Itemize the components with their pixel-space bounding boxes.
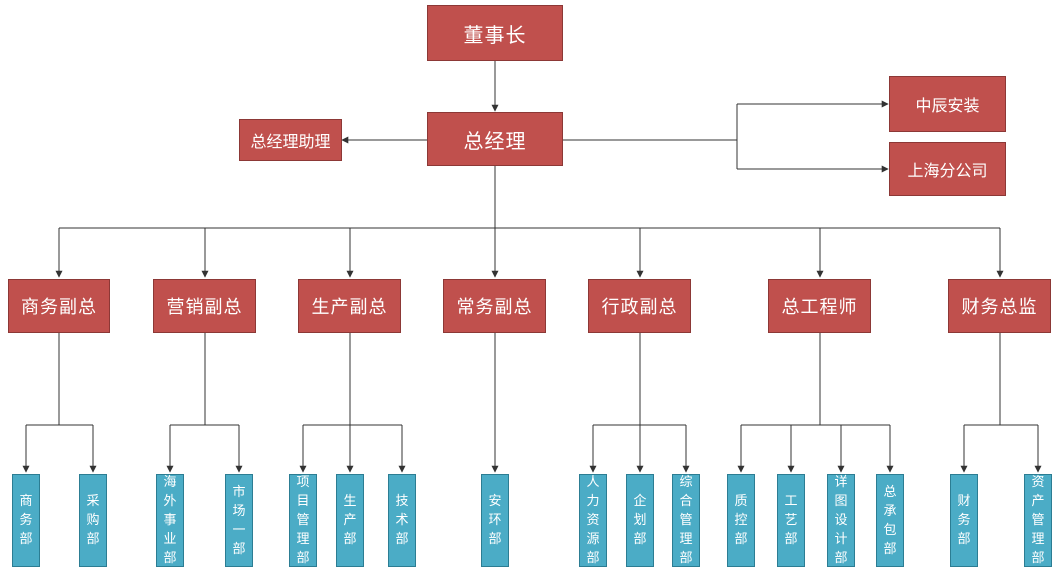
dept-project-mgmt: 项目管理部 (289, 474, 317, 567)
dept-business: 商务部 (12, 474, 40, 567)
dept-safety-env-label: 安环部 (488, 494, 502, 547)
node-vp-production: 生产副总 (298, 279, 401, 333)
node-chairman: 董事长 (427, 5, 563, 61)
node-general-manager: 总经理 (427, 112, 563, 166)
dept-hr-label: 人力资源部 (586, 475, 600, 566)
node-vp-admin-label: 行政副总 (601, 297, 678, 318)
dept-overseas-label: 海外事业部 (163, 475, 177, 566)
dept-quality-label: 质控部 (734, 494, 748, 547)
dept-detail-design: 详图设计部 (827, 474, 855, 567)
node-chairman-label: 董事长 (463, 22, 527, 47)
node-vp-executive-label: 常务副总 (456, 297, 533, 318)
node-vp-marketing: 营销副总 (153, 279, 256, 333)
dept-safety-env: 安环部 (481, 474, 509, 567)
dept-market-one-label: 市场一部 (232, 484, 246, 557)
dept-production-label: 生产部 (343, 494, 357, 547)
node-cfo-label: 财务总监 (961, 297, 1038, 318)
node-gm-assistant: 总经理助理 (239, 119, 342, 161)
node-vp-admin: 行政副总 (588, 279, 691, 333)
dept-asset-mgmt-label: 资产管理部 (1031, 475, 1045, 566)
dept-general-contract-label: 总承包部 (883, 484, 897, 557)
dept-market-one: 市场一部 (225, 474, 253, 567)
dept-project-mgmt-label: 项目管理部 (296, 475, 310, 566)
node-vp-business: 商务副总 (8, 279, 110, 333)
dept-technology-label: 技术部 (395, 494, 409, 547)
node-vp-executive: 常务副总 (443, 279, 546, 333)
node-vp-marketing-label: 营销副总 (166, 297, 243, 318)
dept-purchase-label: 采购部 (86, 494, 100, 547)
dept-process-label: 工艺部 (784, 494, 798, 547)
dept-production: 生产部 (336, 474, 364, 567)
dept-finance: 财务部 (950, 474, 978, 567)
node-chief-engineer: 总工程师 (768, 279, 871, 333)
dept-planning-label: 企划部 (633, 494, 647, 547)
dept-purchase: 采购部 (79, 474, 107, 567)
node-shanghai-branch-label: 上海分公司 (907, 161, 988, 180)
dept-planning: 企划部 (626, 474, 654, 567)
dept-finance-label: 财务部 (957, 494, 971, 547)
dept-general-contract: 总承包部 (876, 474, 904, 567)
node-cfo: 财务总监 (948, 279, 1051, 333)
node-gm-assistant-label: 总经理助理 (250, 132, 331, 151)
dept-asset-mgmt: 资产管理部 (1024, 474, 1052, 567)
dept-overseas: 海外事业部 (156, 474, 184, 567)
dept-technology: 技术部 (388, 474, 416, 567)
node-general-manager-label: 总经理 (463, 128, 527, 153)
dept-general-mgmt: 综合管理部 (672, 474, 700, 567)
node-vp-production-label: 生产副总 (311, 297, 388, 318)
node-zhongchen-install: 中辰安装 (889, 76, 1006, 132)
node-zhongchen-install-label: 中辰安装 (915, 96, 980, 115)
node-shanghai-branch: 上海分公司 (889, 142, 1006, 196)
dept-process: 工艺部 (777, 474, 805, 567)
dept-hr: 人力资源部 (579, 474, 607, 567)
dept-detail-design-label: 详图设计部 (834, 475, 848, 566)
dept-general-mgmt-label: 综合管理部 (679, 475, 693, 566)
dept-quality: 质控部 (727, 474, 755, 567)
node-chief-engineer-label: 总工程师 (781, 297, 858, 318)
node-vp-business-label: 商务副总 (21, 297, 97, 318)
dept-business-label: 商务部 (19, 494, 33, 547)
